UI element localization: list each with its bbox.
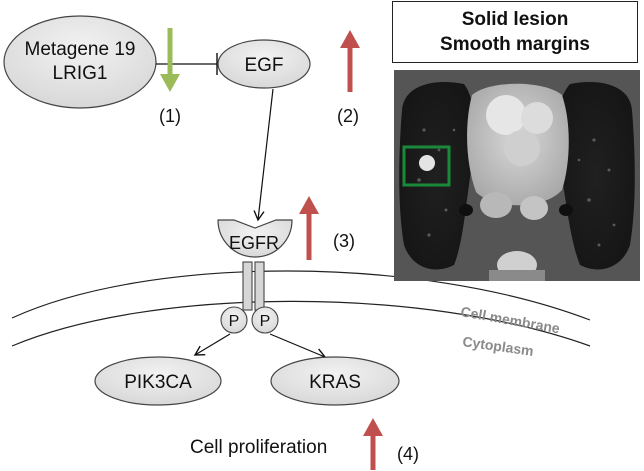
egf-node: EGF — [217, 39, 311, 89]
up-arrow-icon — [363, 418, 383, 470]
marker-2: (2) — [337, 106, 359, 126]
phosphate-right: P — [251, 306, 279, 334]
metagene-label: Metagene 19 — [25, 39, 136, 60]
marker-3: (3) — [333, 231, 355, 251]
cytoplasm-label: Cytoplasm — [462, 333, 535, 359]
lesion-highlight-box — [402, 145, 451, 187]
phosphate-left: P — [220, 306, 248, 334]
cell-membrane-label: Cell membrane — [459, 303, 561, 336]
kras-node: KRAS — [270, 356, 400, 406]
up-arrow-icon — [299, 196, 319, 260]
cell-membrane — [11, 270, 591, 347]
ct-title-box: Solid lesion Smooth margins — [392, 1, 638, 63]
p-to-kras-arrow — [269, 333, 327, 359]
egf-label: EGF — [244, 55, 283, 76]
marker-1: (1) — [159, 106, 181, 126]
egf-to-egfr-arrow — [253, 88, 274, 222]
up-arrow-icon — [340, 30, 360, 92]
ct-title-line-1: Solid lesion — [461, 9, 569, 30]
cell-proliferation-label: Cell proliferation — [190, 437, 327, 458]
svg-text:P: P — [229, 313, 240, 330]
ct-scan-image — [394, 70, 640, 281]
p-to-pik3ca-arrow — [193, 333, 231, 356]
inhibition-edge — [156, 53, 218, 75]
pik3ca-label: PIK3CA — [124, 372, 192, 393]
marker-4: (4) — [397, 444, 419, 464]
ct-title-line-2: Smooth margins — [440, 34, 590, 55]
lrig1-label: LRIG1 — [53, 63, 108, 84]
metagene-lrig1-node: Metagene 19 LRIG1 — [3, 15, 157, 109]
pik3ca-node: PIK3CA — [94, 356, 222, 406]
egfr-label: EGFR — [229, 233, 279, 253]
down-arrow-icon — [160, 28, 180, 92]
svg-text:P: P — [260, 313, 271, 330]
kras-label: KRAS — [309, 372, 361, 393]
egfr-receptor: EGFR — [217, 219, 293, 311]
